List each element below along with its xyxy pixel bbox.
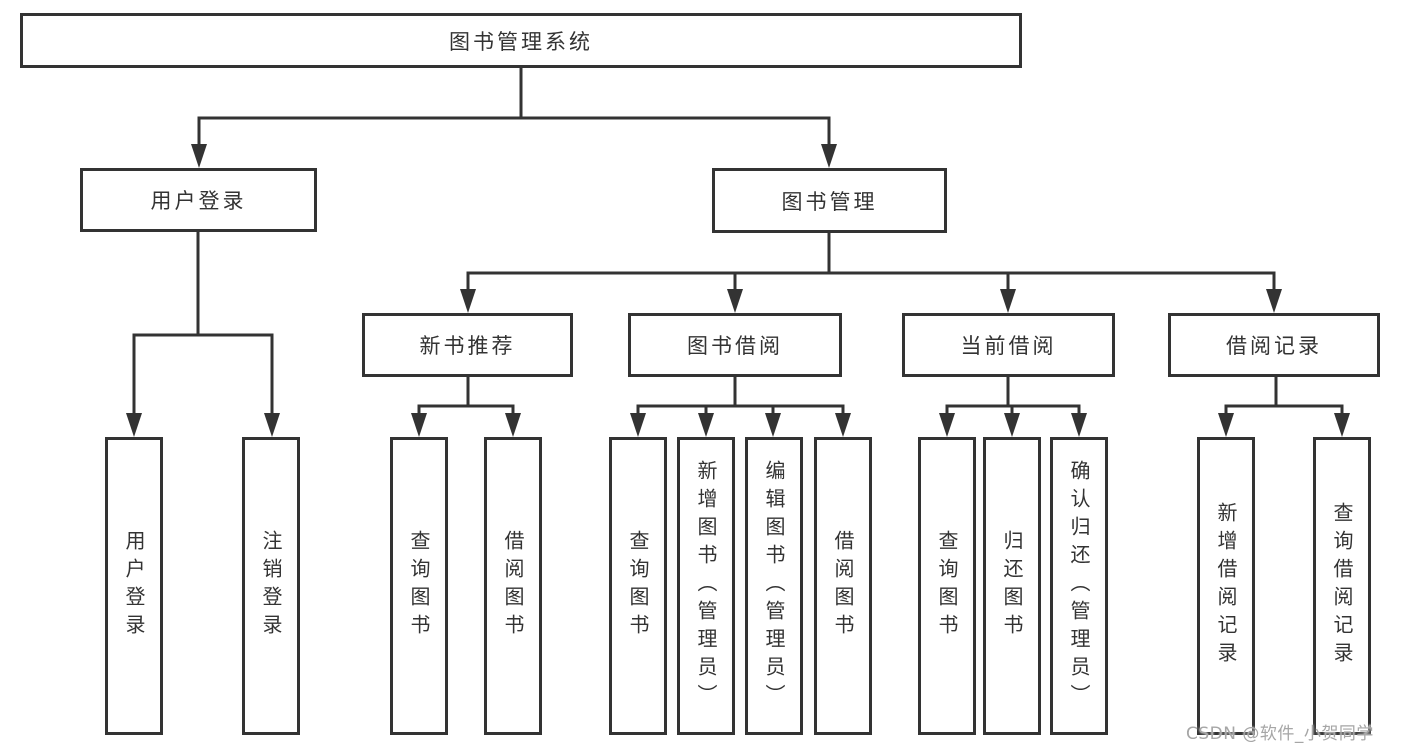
leaf-label: 查询图书 [407,530,431,642]
arrowhead-icon [698,413,714,437]
arrowhead-icon [630,413,646,437]
arrowhead-icon [411,413,427,437]
leaf-label: 查询图书 [626,530,650,642]
leaf-label: 编辑图书（管理员） [762,460,786,712]
leaf-label: 归还图书 [1000,530,1024,642]
arrowhead-icon [1218,413,1234,437]
node-new-book-recommendation: 新书推荐 [362,313,573,377]
leaf-query-books-current: 查询图书 [918,437,976,735]
node-borrowing-records: 借阅记录 [1168,313,1380,377]
node-label: 借阅记录 [1226,334,1322,358]
arrowhead-icon [126,413,142,437]
node-label: 图书借阅 [687,334,783,358]
leaf-user-login: 用户登录 [105,437,163,735]
node-library-system: 图书管理系统 [20,13,1022,68]
leaf-label: 查询借阅记录 [1330,502,1354,670]
leaf-confirm-return-admin: 确认归还（管理员） [1050,437,1108,735]
edges-borrowing-records-to-leaves [1218,375,1350,437]
leaf-borrow-books-recommend: 借阅图书 [484,437,542,735]
leaf-logout: 注销登录 [242,437,300,735]
node-book-management: 图书管理 [712,168,947,233]
arrowhead-icon [1334,413,1350,437]
leaf-add-book-admin: 新增图书（管理员） [677,437,735,735]
edges-new-book-recommendation-to-leaves [411,375,521,437]
arrowhead-icon [1000,289,1016,313]
arrowhead-icon [505,413,521,437]
leaf-label: 新增借阅记录 [1214,502,1238,670]
node-user-login: 用户登录 [80,168,317,232]
node-book-borrowing: 图书借阅 [628,313,842,377]
edges-book-borrowing-to-leaves [630,375,851,437]
arrowhead-icon [1004,413,1020,437]
edges-current-borrowing-to-leaves [939,375,1087,437]
edges-root-to-level2 [191,66,837,168]
edges-book-management-to-level3 [460,231,1282,313]
arrowhead-icon [765,413,781,437]
leaf-label: 确认归还（管理员） [1067,460,1091,712]
arrowhead-icon [1071,413,1087,437]
leaf-query-borrow-record: 查询借阅记录 [1313,437,1371,735]
arrowhead-icon [460,289,476,313]
arrowhead-icon [835,413,851,437]
node-label: 新书推荐 [419,334,516,358]
arrowhead-icon [939,413,955,437]
node-label: 图书管理 [781,189,878,214]
arrowhead-icon [1266,289,1282,313]
arrowhead-icon [821,144,837,168]
arrowhead-icon [191,144,207,168]
node-label: 图书管理系统 [449,29,593,54]
edges-user-login-to-leaves [126,230,280,437]
leaf-return-books: 归还图书 [983,437,1041,735]
leaf-borrow-books-borrowing: 借阅图书 [814,437,872,735]
leaf-label: 新增图书（管理员） [694,460,718,712]
node-label: 当前借阅 [960,334,1057,358]
watermark: CSDN @软件_小贺同学 [1186,724,1374,744]
leaf-label: 注销登录 [259,530,283,642]
node-label: 用户登录 [150,189,247,213]
leaf-query-books-borrowing: 查询图书 [609,437,667,735]
leaf-query-books-recommend: 查询图书 [390,437,448,735]
leaf-label: 用户登录 [122,530,146,642]
arrowhead-icon [727,289,743,313]
arrowhead-icon [264,413,280,437]
node-current-borrowing: 当前借阅 [902,313,1115,377]
leaf-label: 查询图书 [935,530,959,642]
leaf-edit-book-admin: 编辑图书（管理员） [745,437,803,735]
leaf-label: 借阅图书 [831,530,855,642]
leaf-label: 借阅图书 [501,530,525,642]
leaf-add-borrow-record: 新增借阅记录 [1197,437,1255,735]
